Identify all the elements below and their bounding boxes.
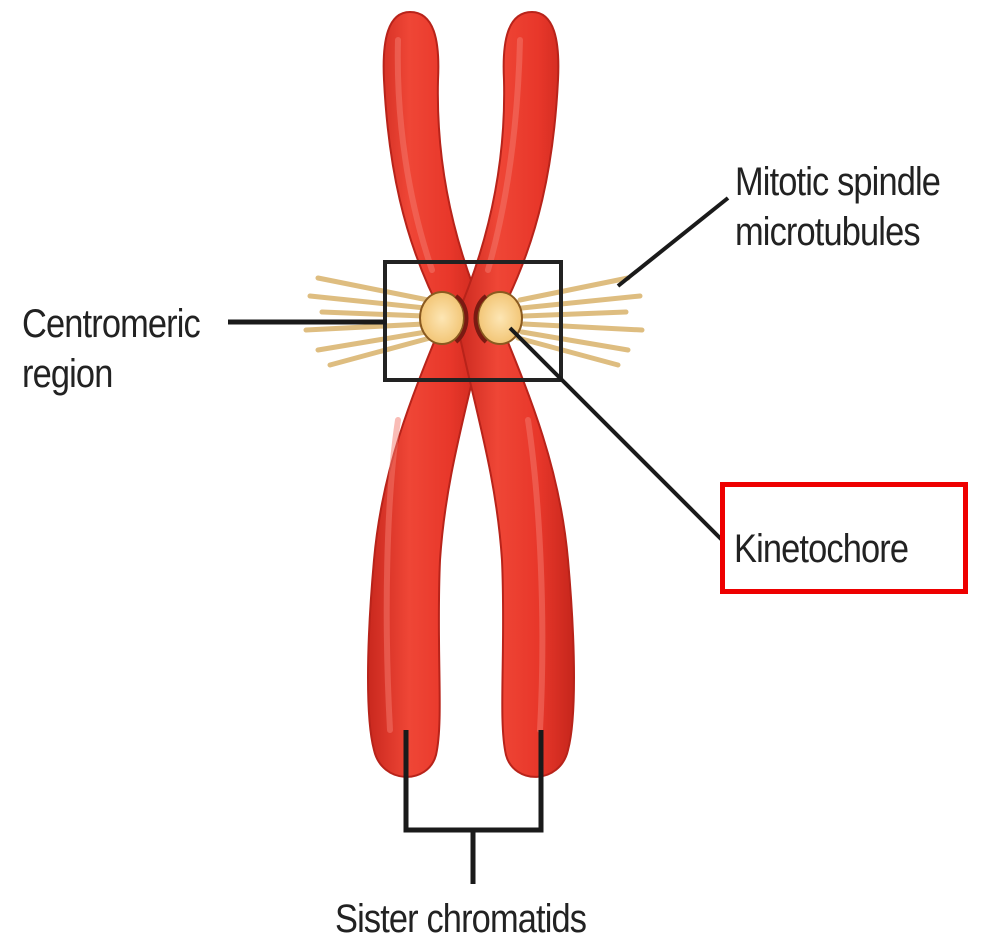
kinetochore-left: [420, 292, 467, 344]
kinetochore-right: [476, 292, 523, 344]
mitotic-leader-line: [618, 198, 728, 286]
centromeric-region-label: Centromeric: [22, 300, 200, 348]
mitotic-spindle-label: Mitotic spindle: [735, 158, 940, 206]
mitotic-spindle-label-line2: microtubules: [735, 208, 920, 256]
sister-chromatids-label: Sister chromatids: [335, 895, 586, 943]
kinetochore-label: Kinetochore: [734, 525, 908, 573]
centromeric-region-label-line2: region: [22, 350, 112, 398]
